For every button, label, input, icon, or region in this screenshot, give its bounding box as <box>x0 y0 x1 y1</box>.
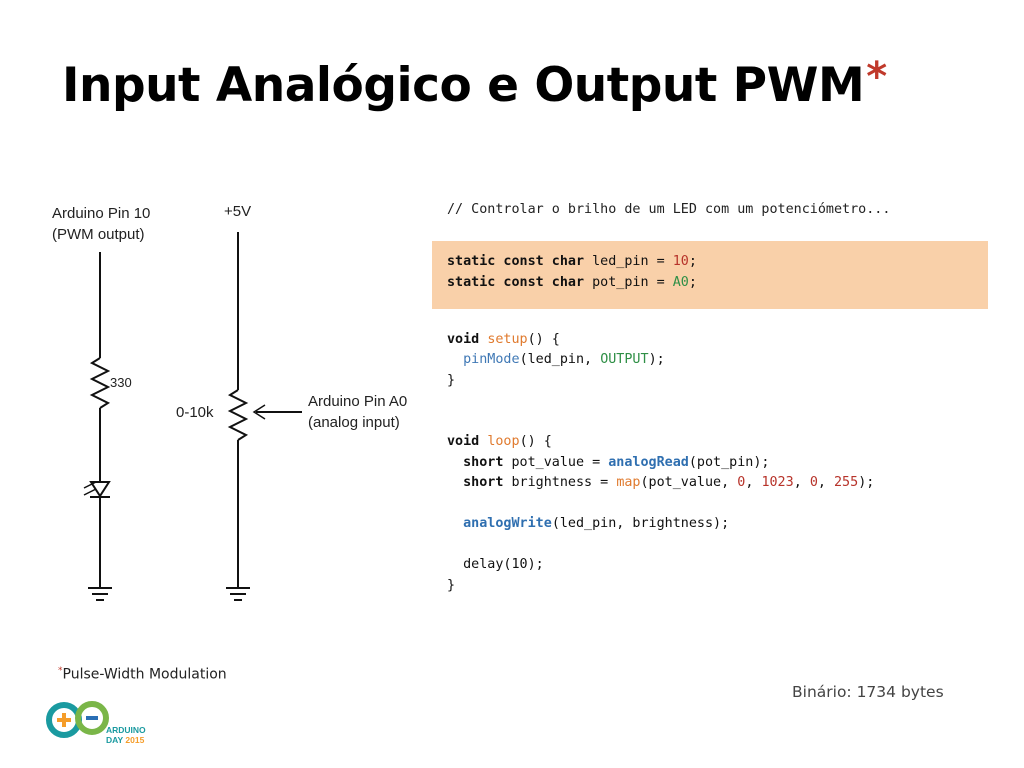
code-line-setup-close: } <box>447 372 456 388</box>
binary-size: Binário: 1734 bytes <box>792 683 944 701</box>
pin10-label: Arduino Pin 10 <box>52 205 150 222</box>
svg-text:DAY 2015: DAY 2015 <box>106 735 145 745</box>
pinA0-sub-label: (analog input) <box>308 414 400 431</box>
led-light-arrow-1 <box>83 481 97 489</box>
resistor-label: 330 <box>110 375 132 390</box>
code-line-loop: void loop() { <box>447 434 552 449</box>
code-line-pot-pin: static const char pot_pin = A0; <box>447 274 697 290</box>
code-highlight-pins: static const char led_pin = 10; static c… <box>432 241 988 309</box>
footnote-marker: * <box>58 666 63 676</box>
potentiometer-10k <box>227 389 249 441</box>
led-body <box>89 481 111 498</box>
code-comment: // Controlar o brilho de um LED com um p… <box>447 202 891 217</box>
logo-text-year: 2015 <box>125 735 144 745</box>
led-light-arrow-2 <box>83 488 97 496</box>
title-text: Input Analógico e Output PWM <box>62 58 865 113</box>
pin10-sub-label: (PWM output) <box>52 226 145 243</box>
footnote: *Pulse-Width Modulation <box>58 666 227 683</box>
code-line-write: analogWrite(led_pin, brightness); <box>463 516 730 531</box>
title-footnote-marker: * <box>866 54 887 100</box>
vcc-label: +5V <box>224 203 251 220</box>
code-line-delay: delay(10); <box>463 557 544 572</box>
logo-text-day: DAY <box>106 735 123 745</box>
code-block: // Controlar o brilho de um LED com um p… <box>432 200 988 596</box>
code-line-loop-close: } <box>447 577 456 593</box>
pinA0-label: Arduino Pin A0 <box>308 393 407 410</box>
logo-minus <box>86 716 98 720</box>
code-line-pinmode: pinMode(led_pin, OUTPUT); <box>463 352 665 367</box>
code-line-read: short pot_value = analogRead(pot_pin); <box>463 454 770 470</box>
pot-label: 0-10k <box>176 404 214 421</box>
logo-plus-v <box>62 713 66 727</box>
logo-right-ring <box>75 701 109 735</box>
circuit-schematic: Arduino Pin 10 (PWM output) 330 +5V 0-10… <box>52 203 407 601</box>
code-line-led-pin: static const char led_pin = 10; <box>447 254 697 269</box>
arduino-day-logo: ARDUINO DAY 2015 <box>46 701 146 745</box>
resistor-330 <box>89 357 111 409</box>
footnote-text: Pulse-Width Modulation <box>62 666 227 683</box>
code-line-map: short brightness = map(pot_value, 0, 102… <box>463 475 875 490</box>
code-line-setup: void setup() { <box>447 331 560 347</box>
logo-text-arduino: ARDUINO <box>106 725 146 735</box>
slide-title: Input Analógico e Output PWM* <box>62 54 887 113</box>
pot-wiper-arrowhead <box>252 404 266 420</box>
